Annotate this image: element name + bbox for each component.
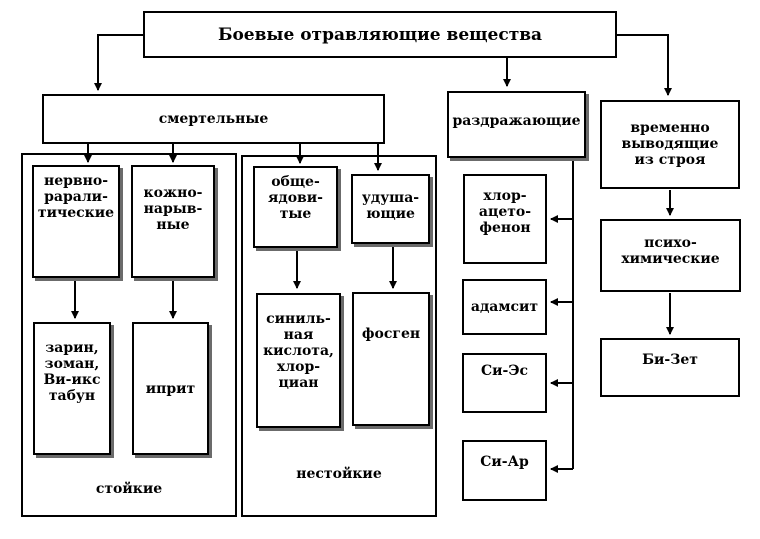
nonpersistent-frame bbox=[241, 155, 437, 517]
deadly-label: смертельные bbox=[158, 111, 269, 127]
blood-agents-list-box: синиль- ная кислота, хлор- циан bbox=[256, 293, 341, 428]
persistent-caption: стойкие bbox=[95, 481, 163, 497]
irritant-agent-box-4: Си-Ар bbox=[462, 440, 547, 501]
choking-agents-list: фосген bbox=[361, 326, 421, 342]
irritant-agent-box-1: хлор- ацето- фенон bbox=[463, 174, 547, 264]
nerve-agents-list: зарин, зоман, Ви-икс табун bbox=[43, 340, 101, 404]
irritant-box: раздражающие bbox=[447, 91, 586, 158]
psychochemical-box: психо- химические bbox=[600, 219, 741, 292]
irritant-agent-2: адамсит bbox=[470, 299, 539, 315]
blister-agents-list-box: иприт bbox=[132, 322, 209, 455]
irritant-label: раздражающие bbox=[452, 113, 581, 129]
irritant-agent-4: Си-Ар bbox=[480, 454, 529, 470]
choking-agents-list-box: фосген bbox=[352, 292, 430, 426]
blister-agents-list: иприт bbox=[145, 380, 196, 397]
choking-agents-class-box: удуша- ющие bbox=[351, 174, 430, 244]
persistent-frame bbox=[21, 153, 237, 517]
irritant-agent-3: Си-Эс bbox=[481, 363, 528, 379]
blister-agents-class-box: кожно- нарыв- ные bbox=[131, 165, 215, 278]
diagram-title: Боевые отравляющие вещества bbox=[217, 24, 543, 45]
psychochemical-agent-box: Би-Зет bbox=[600, 338, 740, 397]
irritant-agent-1: хлор- ацето- фенон bbox=[478, 188, 532, 236]
nerve-agents-class-label: нервно- pарали- тические bbox=[37, 173, 115, 221]
psychochemical-label: психо- химические bbox=[621, 235, 720, 267]
blister-agents-class-label: кожно- нарыв- ные bbox=[143, 185, 203, 233]
irritant-agent-box-2: адамсит bbox=[462, 279, 547, 335]
nerve-agents-class-box: нервно- pарали- тические bbox=[32, 165, 120, 278]
nonpersistent-caption: нестойкие bbox=[296, 466, 382, 482]
incapacitating-label: временно выводящие из строя bbox=[621, 120, 719, 168]
blood-agents-class-box: обще- ядови- тые bbox=[253, 166, 338, 248]
psychochemical-agent: Би-Зет bbox=[642, 352, 698, 368]
deadly-box: смертельные bbox=[42, 94, 385, 144]
blood-agents-class-label: обще- ядови- тые bbox=[268, 174, 323, 222]
nerve-agents-list-box: зарин, зоман, Ви-икс табун bbox=[33, 322, 111, 455]
irritant-agent-box-3: Си-Эс bbox=[462, 353, 547, 413]
blood-agents-list: синиль- ная кислота, хлор- циан bbox=[263, 311, 334, 391]
choking-agents-class-label: удуша- ющие bbox=[361, 190, 420, 222]
incapacitating-box: временно выводящие из строя bbox=[600, 100, 740, 189]
title-box: Боевые отравляющие вещества bbox=[143, 11, 617, 58]
